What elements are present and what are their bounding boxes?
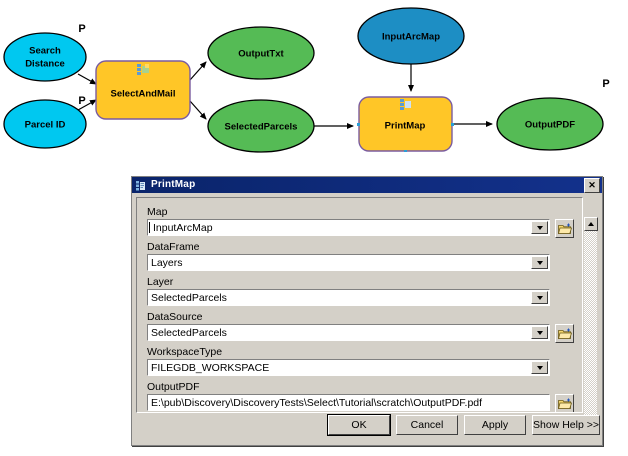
- chevron-down-icon[interactable]: [531, 291, 548, 304]
- chevron-down-icon[interactable]: [531, 221, 548, 234]
- dialog-body: Map InputArcMap: [136, 197, 599, 435]
- parameter-marker-output-pdf: P: [602, 78, 609, 90]
- chevron-down-icon[interactable]: [531, 256, 548, 269]
- diagram-canvas: Search Distance Parcel ID SelectAndMail …: [3, 7, 610, 153]
- datasource-input[interactable]: SelectedParcels: [147, 324, 550, 341]
- connection-points: [357, 123, 454, 152]
- node-selected-parcels[interactable]: SelectedParcels: [207, 99, 315, 153]
- connector-parcel-id-to-select-and-mail: [77, 99, 97, 111]
- close-icon[interactable]: ✕: [584, 177, 600, 193]
- field-map-label: Map: [147, 206, 168, 218]
- workspacetype-input[interactable]: FILEGDB_WORKSPACE: [147, 359, 550, 376]
- model-builder-diagram: Search Distance Parcel ID SelectAndMail …: [0, 0, 628, 175]
- chevron-down-icon[interactable]: [531, 361, 548, 374]
- field-workspacetype-label: WorkspaceType: [147, 346, 223, 358]
- node-search-distance[interactable]: Search Distance: [3, 32, 87, 82]
- field-workspacetype: WorkspaceType FILEGDB_WORKSPACE: [147, 346, 574, 376]
- ok-button[interactable]: OK: [327, 414, 391, 436]
- layer-input[interactable]: SelectedParcels: [147, 289, 550, 306]
- field-layer-label: Layer: [147, 276, 174, 288]
- script-tool-icon: [135, 179, 147, 191]
- browse-folder-icon[interactable]: [555, 219, 574, 238]
- connector-select-and-mail-to-output-txt: [189, 61, 207, 81]
- field-layer: Layer SelectedParcels: [147, 276, 574, 306]
- fields-list: Map InputArcMap: [137, 198, 582, 412]
- dataframe-value: Layers: [151, 257, 183, 269]
- connector-select-and-mail-to-selected-parcels: [189, 100, 207, 120]
- node-input-arcmap[interactable]: InputArcMap: [357, 7, 465, 65]
- parameter-marker-search-distance: P: [78, 23, 85, 35]
- dialog-button-bar: OK Cancel Apply Show Help >>: [132, 411, 602, 441]
- workspacetype-value: FILEGDB_WORKSPACE: [151, 362, 270, 374]
- field-outputpdf-label: OutputPDF: [147, 381, 200, 393]
- browse-folder-icon[interactable]: [555, 394, 574, 412]
- browse-folder-icon[interactable]: [555, 324, 574, 343]
- field-map: Map InputArcMap: [147, 206, 574, 238]
- scroll-up-icon[interactable]: [584, 217, 598, 231]
- node-parcel-id[interactable]: Parcel ID: [3, 99, 87, 149]
- connector-group: [77, 61, 493, 129]
- dataframe-input[interactable]: Layers: [147, 254, 550, 271]
- dialog-titlebar[interactable]: PrintMap ✕: [132, 177, 602, 193]
- spacer: [555, 254, 574, 271]
- outputpdf-value: E:\pub\Discovery\DiscoveryTests\Select\T…: [151, 397, 483, 409]
- layer-value: SelectedParcels: [151, 292, 227, 304]
- spacer: [555, 289, 574, 306]
- dialog-title: PrintMap: [151, 179, 196, 190]
- cancel-button[interactable]: Cancel: [396, 415, 458, 435]
- field-dataframe-label: DataFrame: [147, 241, 200, 253]
- text-caret: [149, 222, 150, 233]
- show-help-button[interactable]: Show Help >>: [532, 415, 600, 435]
- field-outputpdf: OutputPDF E:\pub\Discovery\DiscoveryTest…: [147, 381, 574, 412]
- printmap-dialog: PrintMap ✕ Map InputArcMap: [131, 176, 603, 446]
- connector-search-distance-to-select-and-mail: [77, 73, 97, 85]
- script-tool-icon: [137, 64, 149, 75]
- map-value: InputArcMap: [153, 222, 213, 234]
- chevron-down-icon[interactable]: [531, 326, 548, 339]
- apply-button[interactable]: Apply: [464, 415, 526, 435]
- script-tool-icon-printmap: [400, 99, 411, 110]
- outputpdf-input[interactable]: E:\pub\Discovery\DiscoveryTests\Select\T…: [147, 394, 550, 411]
- dialog-scrollbar[interactable]: [584, 217, 598, 435]
- datasource-value: SelectedParcels: [151, 327, 227, 339]
- parameter-marker-parcel-id: P: [78, 95, 85, 107]
- map-input[interactable]: InputArcMap: [147, 219, 550, 236]
- field-datasource: DataSource SelectedParcels: [147, 311, 574, 343]
- node-output-txt[interactable]: OutputTxt: [207, 26, 315, 80]
- field-datasource-label: DataSource: [147, 311, 203, 323]
- node-output-pdf[interactable]: OutputPDF: [496, 97, 604, 151]
- parameters-panel: Map InputArcMap: [136, 197, 583, 413]
- field-dataframe: DataFrame Layers: [147, 241, 574, 271]
- spacer: [555, 359, 574, 376]
